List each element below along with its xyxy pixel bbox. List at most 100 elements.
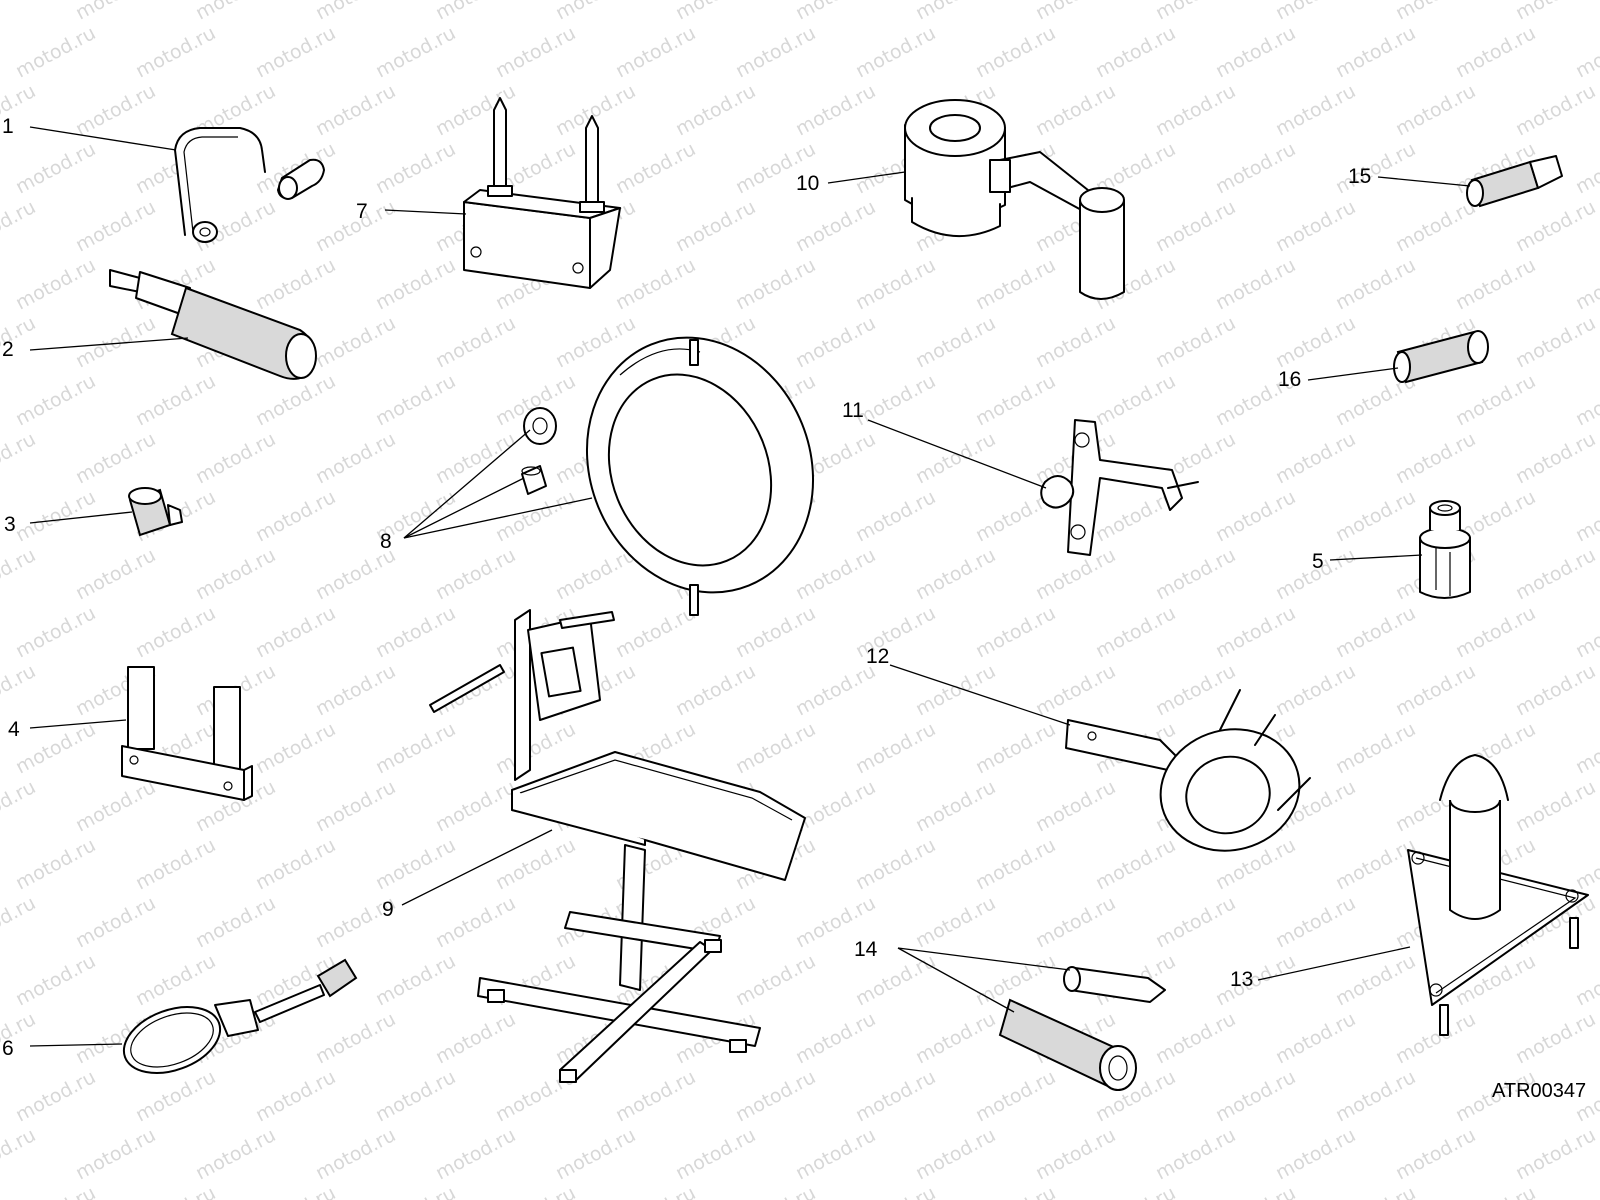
watermark-text: motod.ru	[1392, 660, 1479, 720]
watermark-text: motod.ru	[372, 602, 459, 662]
watermark-text: motod.ru	[972, 718, 1059, 778]
watermark-text: motod.ru	[552, 0, 639, 24]
watermark-text: motod.ru	[912, 1008, 999, 1068]
watermark-text: motod.ru	[852, 370, 939, 430]
watermark-text: motod.ru	[732, 254, 819, 314]
drawing-code: ATR00347	[1492, 1080, 1586, 1102]
watermark-text: motod.ru	[852, 22, 939, 82]
watermark-text: motod.ru	[252, 1182, 339, 1200]
watermark-text: motod.ru	[72, 312, 159, 372]
watermark-text: motod.ru	[1152, 660, 1239, 720]
watermark-text: motod.ru	[1032, 80, 1119, 140]
watermark-text: motod.ru	[972, 1182, 1059, 1200]
watermark-text: motod.ru	[1272, 428, 1359, 488]
watermark-text: motod.ru	[1572, 254, 1600, 314]
watermark-text: motod.ru	[132, 1066, 219, 1126]
watermark-text: motod.ru	[1512, 80, 1599, 140]
watermark-text: motod.ru	[1152, 544, 1239, 604]
watermark-text: motod.ru	[1272, 660, 1359, 720]
watermark-text: motod.ru	[1452, 602, 1539, 662]
watermark-text: motod.ru	[432, 1124, 519, 1184]
watermark-text: motod.ru	[1572, 950, 1600, 1010]
watermark-text: motod.ru	[192, 1124, 279, 1184]
watermark-text: motod.ru	[1272, 1008, 1359, 1068]
watermark-text: motod.ru	[12, 254, 99, 314]
callout-2: 2	[2, 338, 14, 361]
watermark-text: motod.ru	[1092, 834, 1179, 894]
callout-16: 16	[1278, 368, 1301, 391]
watermark-text: motod.ru	[792, 1008, 879, 1068]
tool-12-ring-plate	[1065, 689, 1311, 852]
watermark-text: motod.ru	[252, 486, 339, 546]
watermark-text: motod.ru	[852, 834, 939, 894]
watermark-text: motod.ru	[132, 1182, 219, 1200]
watermark-text: motod.ru	[372, 22, 459, 82]
watermark-text: motod.ru	[12, 718, 99, 778]
watermark-text: motod.ru	[852, 718, 939, 778]
watermark-text: motod.ru	[432, 892, 519, 952]
watermark-text: motod.ru	[372, 1066, 459, 1126]
watermark-text: motod.ru	[1572, 22, 1600, 82]
watermark-text: motod.ru	[252, 834, 339, 894]
watermark-text: motod.ru	[1332, 1066, 1419, 1126]
watermark-text: motod.ru	[732, 1066, 819, 1126]
callout-6: 6	[2, 1037, 14, 1060]
watermark-text: motod.ru	[1332, 1182, 1419, 1200]
watermark-text: motod.ru	[132, 22, 219, 82]
watermark-text: motod.ru	[1032, 1124, 1119, 1184]
watermark-text: motod.ru	[972, 602, 1059, 662]
watermark-text: motod.ru	[912, 660, 999, 720]
callout-14: 14	[854, 938, 878, 961]
watermark-text: motod.ru	[432, 660, 519, 720]
watermark-text: motod.ru	[672, 1124, 759, 1184]
watermark-text: motod.ru	[1152, 196, 1239, 256]
watermark-text: motod.ru	[912, 776, 999, 836]
watermark-text: motod.ru	[312, 544, 399, 604]
watermark-text: motod.ru	[192, 428, 279, 488]
callout-5: 5	[1312, 550, 1324, 573]
watermark-text: motod.ru	[312, 428, 399, 488]
watermark-text: motod.ru	[1512, 196, 1599, 256]
watermark-text: motod.ru	[72, 196, 159, 256]
watermark-text: motod.ru	[1332, 486, 1419, 546]
watermark-text: motod.ru	[372, 950, 459, 1010]
watermark-text: motod.ru	[0, 1124, 39, 1184]
tool-16-knurled-sleeve	[1393, 330, 1489, 384]
watermark-text: motod.ru	[1212, 602, 1299, 662]
watermark-text: motod.ru	[1572, 370, 1600, 430]
watermark-text: motod.ru	[72, 544, 159, 604]
watermark-text: motod.ru	[252, 602, 339, 662]
watermark-text: motod.ru	[792, 1124, 879, 1184]
leader-lines	[29, 126, 1471, 1047]
watermark-text: motod.ru	[792, 660, 879, 720]
watermark-text: motod.ru	[912, 428, 999, 488]
watermark-text: motod.ru	[732, 602, 819, 662]
watermark-text: motod.ru	[372, 718, 459, 778]
watermark-text: motod.ru	[12, 950, 99, 1010]
watermark-text: motod.ru	[612, 602, 699, 662]
watermark-text: motod.ru	[12, 602, 99, 662]
watermark-text: motod.ru	[1032, 892, 1119, 952]
watermark-text: motod.ru	[1392, 428, 1479, 488]
watermark-text: motod.ru	[912, 312, 999, 372]
watermark-text: motod.ru	[492, 22, 579, 82]
watermark-text: motod.ru	[972, 254, 1059, 314]
watermark-text: motod.ru	[1272, 196, 1359, 256]
watermark-text: motod.ru	[732, 22, 819, 82]
watermark-text: motod.ru	[0, 0, 39, 24]
callout-12: 12	[866, 645, 889, 668]
watermark-text: motod.ru	[1272, 892, 1359, 952]
watermark-text: motod.ru	[252, 254, 339, 314]
tool-14-drift-handle	[998, 966, 1166, 1091]
watermark-text: motod.ru	[1572, 602, 1600, 662]
tool-15-knurled-pin	[1466, 155, 1563, 208]
watermark-text: motod.ru	[72, 428, 159, 488]
watermark-text: motod.ru	[612, 1182, 699, 1200]
watermark-text: motod.ru	[1572, 486, 1600, 546]
callout-11: 11	[842, 399, 864, 422]
watermark-text: motod.ru	[312, 1124, 399, 1184]
watermark-text: motod.ru	[312, 80, 399, 140]
watermark-text: motod.ru	[1212, 1066, 1299, 1126]
tool-7-pin-plate	[463, 97, 621, 289]
